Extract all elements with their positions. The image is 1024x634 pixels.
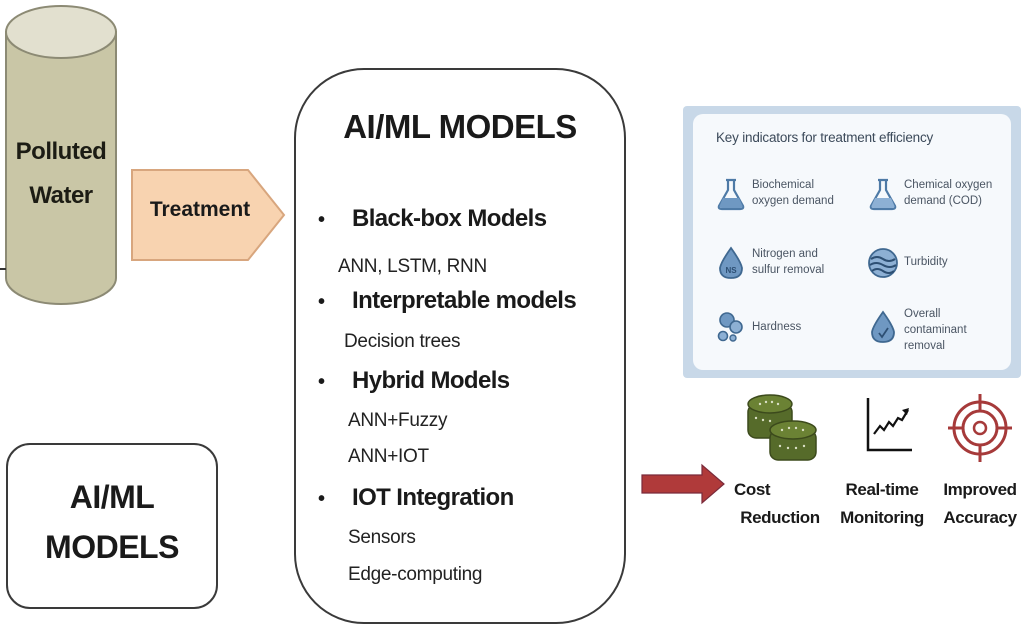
- benefit-label-line: Reduction: [740, 508, 820, 527]
- benefit-label-line: Accuracy: [943, 508, 1017, 527]
- category-item: Decision trees: [344, 331, 461, 352]
- category-hybrid: • Hybrid Models: [318, 367, 510, 395]
- category-item: ANN+IOT: [348, 446, 429, 467]
- bubbles-icon: [717, 312, 743, 342]
- indicator-label: Turbidity: [904, 254, 948, 270]
- polluted-water-line1: Polluted: [15, 138, 107, 165]
- benefit-label-line: Cost: [734, 480, 771, 499]
- category-label: Interpretable models: [352, 287, 577, 314]
- benefit-cost-reduction: Cost Reduction: [728, 390, 832, 533]
- indicator-label-line: Nitrogen and: [752, 248, 818, 260]
- models-box-title: AI/ML MODELS: [343, 108, 577, 145]
- outcome-arrow: [641, 463, 725, 505]
- indicator-label-line: removal: [904, 340, 945, 352]
- indicator-label-line: Turbidity: [904, 256, 948, 268]
- bullet: •: [318, 371, 325, 393]
- polluted-water-cylinder: [5, 5, 117, 305]
- indicator-label: Biochemical oxygen demand: [752, 177, 834, 209]
- bullet: •: [318, 209, 325, 231]
- treatment-label: Treatment: [149, 198, 251, 221]
- indicator-label: Overall contaminant removal: [904, 306, 967, 354]
- indicators-panel-inner: [693, 114, 1011, 370]
- small-models-box: [6, 443, 218, 609]
- models-box: [294, 68, 626, 624]
- indicator-label: Chemical oxygen demand (COD): [904, 177, 992, 209]
- indicator-label-line: Chemical oxygen: [904, 179, 993, 191]
- bullet: •: [318, 291, 325, 313]
- benefit-real-time-monitoring: Real-time Monitoring: [828, 390, 936, 533]
- benefit-label-line: Monitoring: [840, 508, 924, 527]
- benefit-label-line: Real-time: [845, 480, 919, 499]
- connector-tick: [0, 268, 6, 270]
- category-item: ANN, LSTM, RNN: [338, 256, 487, 277]
- target-icon: [948, 394, 1012, 462]
- indicator-label-line: Overall: [904, 308, 941, 320]
- benefit-label: Improved Accuracy: [934, 475, 1024, 533]
- indicator-label-line: sulfur removal: [752, 264, 825, 276]
- benefit-improved-accuracy: Improved Accuracy: [934, 390, 1024, 533]
- benefit-label: Cost Reduction: [728, 475, 832, 533]
- category-item: ANN+Fuzzy: [348, 410, 448, 431]
- category-label: Hybrid Models: [352, 367, 510, 394]
- small-models-line1: AI/ML: [69, 479, 155, 515]
- bullet: •: [318, 488, 325, 510]
- indicator-label-line: Biochemical: [752, 179, 814, 191]
- category-iot: • IOT Integration: [318, 484, 514, 512]
- indicators-title: Key indicators for treatment efficiency: [716, 130, 934, 145]
- droplet-icon: NS: [719, 246, 743, 279]
- benefit-label-line: Improved: [943, 480, 1017, 499]
- category-label: Black-box Models: [352, 205, 547, 232]
- benefit-label: Real-time Monitoring: [828, 475, 936, 533]
- polluted-water-label: Polluted Water: [2, 130, 120, 218]
- indicator-label-line: oxygen demand: [752, 195, 834, 207]
- category-item: Sensors: [348, 527, 416, 548]
- svg-text:NS: NS: [725, 266, 737, 275]
- indicator-label-line: demand (COD): [904, 195, 982, 207]
- flask-icon: [869, 178, 897, 211]
- category-black-box: • Black-box Models: [318, 205, 547, 233]
- small-models-line2: MODELS: [45, 529, 179, 565]
- trend-chart-icon: [866, 398, 912, 452]
- small-models-label: AI/ML MODELS: [6, 472, 218, 572]
- flask-icon: [717, 178, 745, 211]
- indicator-label-line: contaminant: [904, 324, 967, 336]
- polluted-water-line2: Water: [29, 182, 93, 209]
- waves-icon: [868, 248, 898, 278]
- droplet-check-icon: [871, 310, 895, 343]
- category-interpretable: • Interpretable models: [318, 287, 577, 315]
- category-label: IOT Integration: [352, 484, 514, 511]
- indicator-label: Hardness: [752, 319, 801, 335]
- treatment-arrow: [131, 169, 286, 261]
- coins-icon: [747, 394, 817, 461]
- indicator-label: Nitrogen and sulfur removal: [752, 246, 824, 278]
- category-item: Edge-computing: [348, 564, 483, 585]
- indicator-label-line: Hardness: [752, 321, 802, 333]
